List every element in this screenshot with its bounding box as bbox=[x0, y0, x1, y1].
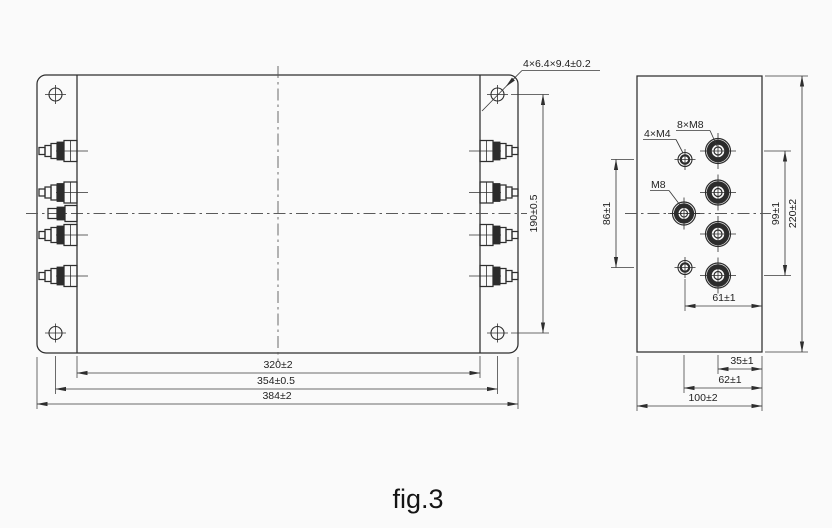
dim-label-hole-spacing-width: 354±0.5 bbox=[257, 375, 295, 387]
dim-inner-width: 320±2 bbox=[76, 356, 481, 378]
dim-hole-spacing-height: 190±0.5 bbox=[511, 94, 549, 334]
dim-m4-to-edge: 61±1 bbox=[684, 279, 763, 311]
terminal-stud bbox=[468, 264, 519, 288]
terminal-face bbox=[700, 133, 736, 169]
callout-ground-stud: M8 bbox=[650, 179, 681, 206]
dim-label-overall-depth: 100±2 bbox=[688, 392, 717, 404]
terminal-stud bbox=[38, 181, 89, 204]
dim-overall-height: 220±2 bbox=[765, 75, 808, 353]
terminal-stud bbox=[38, 264, 89, 288]
dim-terminal-span: 99±1 bbox=[764, 150, 791, 276]
m4-hole bbox=[673, 147, 697, 172]
dim-hole-spacing-width: 354±0.5 bbox=[55, 356, 498, 394]
m4-hole bbox=[673, 255, 697, 280]
slot-callout: 4×6.4×9.4±0.2 bbox=[481, 58, 600, 112]
callout-label-ground-stud: M8 bbox=[651, 179, 666, 191]
callout-label-terminals: 8×M8 bbox=[677, 119, 704, 131]
dim-label-terminal-to-edge: 35±1 bbox=[730, 355, 753, 367]
front-view-outline bbox=[36, 74, 519, 354]
dim-label-stud-to-edge: 62±1 bbox=[718, 374, 741, 386]
figure-caption: fig.3 bbox=[392, 484, 443, 514]
terminal-stud bbox=[38, 223, 89, 247]
dim-label-m4-hole-spacing: 86±1 bbox=[601, 202, 613, 225]
dim-label-hole-spacing-height: 190±0.5 bbox=[528, 194, 540, 232]
centerlines bbox=[26, 66, 527, 362]
side-view-outline bbox=[636, 75, 763, 353]
front-view: 4×6.4×9.4±0.2 320±2 354±0.5 384±2 190±0. bbox=[26, 58, 600, 409]
dim-label-overall-width: 384±2 bbox=[262, 390, 291, 402]
dim-overall-width: 384±2 bbox=[36, 357, 519, 409]
terminal-stud bbox=[468, 181, 519, 204]
terminal-face bbox=[700, 175, 736, 211]
slot-callout-label: 4×6.4×9.4±0.2 bbox=[523, 58, 591, 70]
terminal-stud bbox=[468, 223, 519, 247]
callout-label-corner-holes: 4×M4 bbox=[644, 128, 671, 140]
dim-label-terminal-span: 99±1 bbox=[770, 202, 782, 225]
dim-overall-depth: 100±2 bbox=[636, 356, 763, 411]
dim-m4-hole-spacing: 86±1 bbox=[601, 159, 634, 268]
callout-corner-holes: 4×M4 bbox=[643, 128, 684, 154]
dim-label-m4-to-edge: 61±1 bbox=[712, 292, 735, 304]
terminal-stud bbox=[38, 139, 89, 163]
m8-ground-stud bbox=[668, 198, 700, 230]
side-view: 8×M8 4×M4 M8 86±1 99±1 bbox=[601, 75, 808, 411]
terminal-stud bbox=[468, 139, 519, 163]
terminal-face bbox=[700, 216, 736, 252]
dim-stud-to-edge: 62±1 bbox=[683, 355, 763, 393]
dim-terminal-to-edge: 35±1 bbox=[717, 355, 763, 374]
dim-label-inner-width: 320±2 bbox=[263, 359, 292, 371]
terminal-face bbox=[700, 258, 736, 294]
callout-terminals: 8×M8 bbox=[676, 119, 718, 147]
dim-label-overall-height: 220±2 bbox=[787, 199, 799, 228]
